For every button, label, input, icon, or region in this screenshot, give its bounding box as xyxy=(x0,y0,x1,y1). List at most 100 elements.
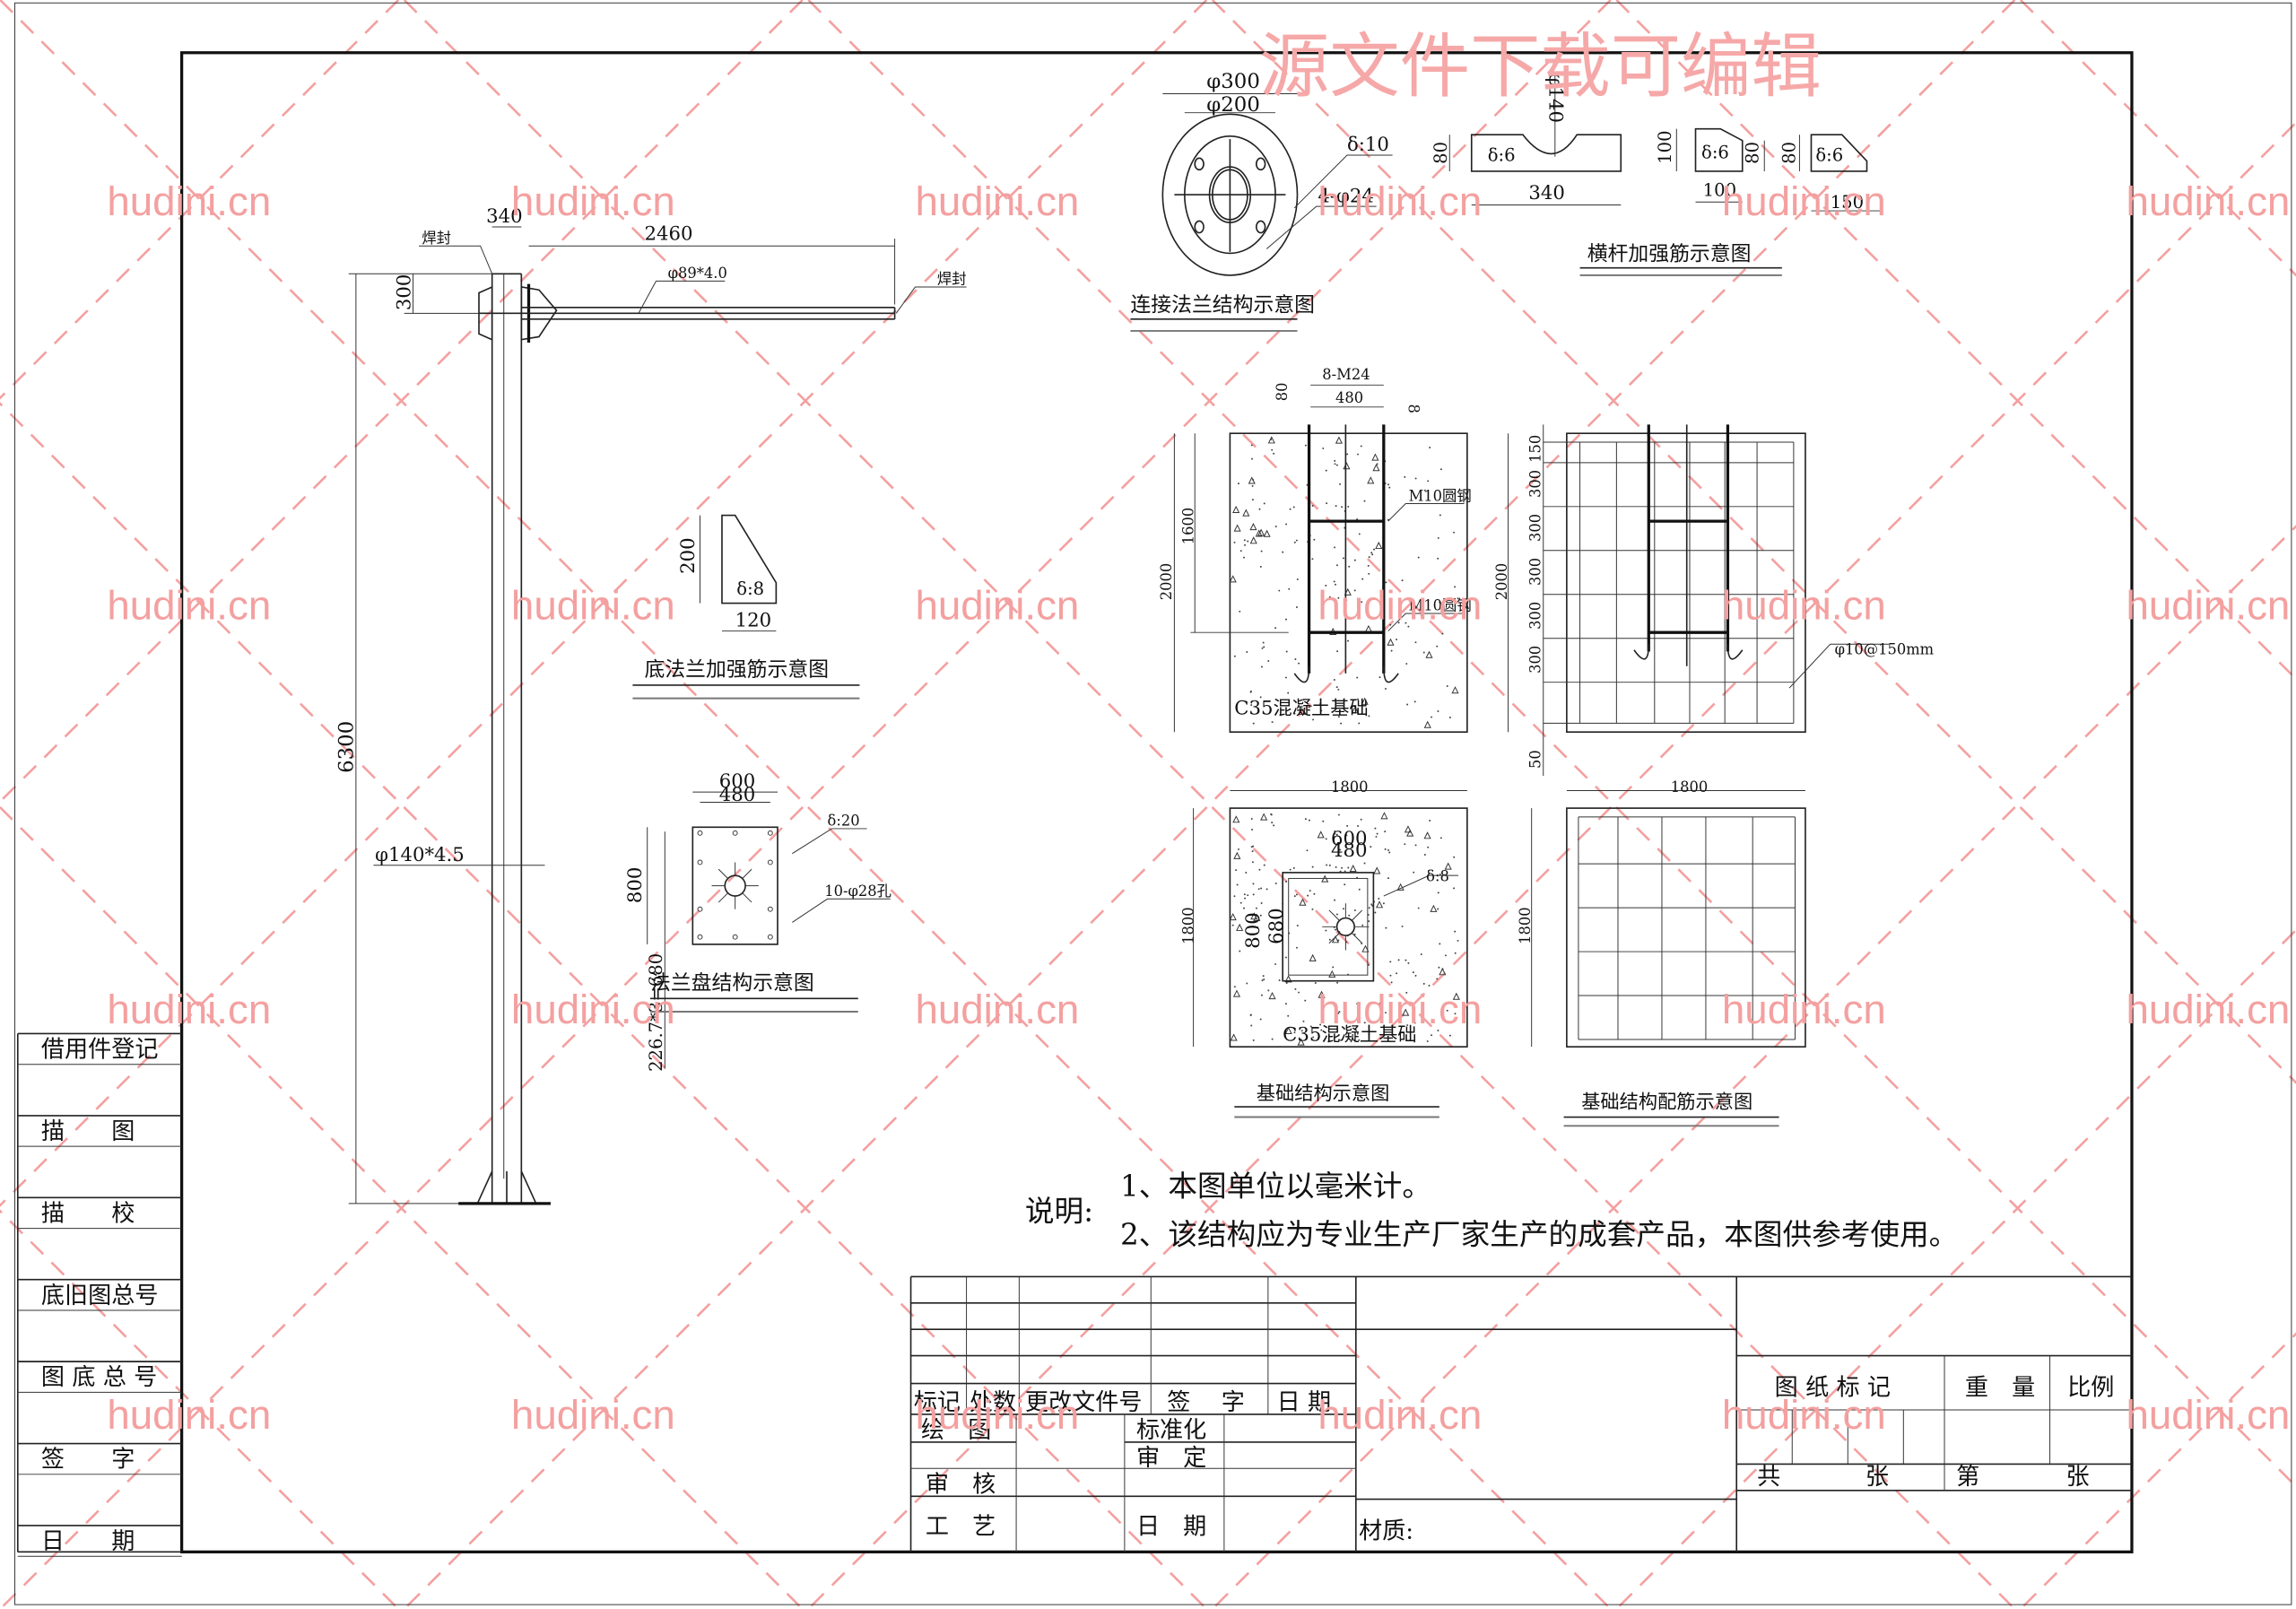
side-label: 日 期 xyxy=(41,1528,135,1555)
aggregate-dot xyxy=(1314,982,1317,985)
aggregate-dot xyxy=(1294,987,1297,990)
aggregate-dot xyxy=(1437,536,1439,539)
watermark-text: hudini.cn xyxy=(1722,583,1886,629)
bolt-hole xyxy=(767,934,773,940)
aggregate-dot xyxy=(1347,639,1350,642)
aggregate-dot xyxy=(1274,627,1277,630)
aggregate-dot xyxy=(1437,710,1439,713)
aggregate-dot xyxy=(1439,514,1441,517)
aggregate-dot xyxy=(1405,663,1408,665)
aggregate-dot xyxy=(1322,820,1325,822)
aggregate-dot xyxy=(1311,865,1314,868)
watermark-text: hudini.cn xyxy=(107,1392,271,1438)
aggregate-mark xyxy=(1297,1038,1305,1046)
aggregate-mark xyxy=(1317,831,1325,839)
aggregate-dot xyxy=(1313,892,1316,895)
aggregate-mark xyxy=(1373,866,1381,874)
aggregate-dot xyxy=(1312,1036,1315,1039)
aggregate-dot xyxy=(1262,975,1265,978)
aggregate-dot xyxy=(1249,691,1252,693)
aggregate-dot xyxy=(1335,464,1338,466)
aggregate-dot xyxy=(1385,687,1387,690)
aggregate-dot xyxy=(1413,700,1416,703)
dim-gusset2-h: 100 xyxy=(1655,130,1675,163)
aggregate-dot xyxy=(1357,453,1360,456)
aggregate-dot xyxy=(1250,444,1253,447)
aggregate-mark xyxy=(1361,697,1369,705)
tb-review: 审 核 xyxy=(926,1471,996,1498)
aggregate-dot xyxy=(1356,518,1359,520)
aggregate-mark xyxy=(1402,1008,1410,1016)
side-label: 借用件登记 xyxy=(41,1037,159,1064)
aggregate-dot xyxy=(1250,846,1253,848)
bolt-hole xyxy=(697,906,703,912)
aggregate-mark xyxy=(1452,992,1460,1000)
aggregate-dot xyxy=(1363,862,1366,865)
dim-gusset3-w: 150 xyxy=(1831,192,1864,213)
aggregate-dot xyxy=(1319,702,1322,705)
aggregate-dot xyxy=(1252,883,1255,885)
aggregate-dot xyxy=(1387,877,1389,880)
foundation-plan: 1800 1800 600 480 800 680 δ:8 C35混凝土基础 基… xyxy=(1180,778,1468,1118)
watermark-stroke xyxy=(1615,928,2296,1609)
aggregate-dot xyxy=(1302,699,1305,701)
dim-plate-h: 800 xyxy=(624,867,647,904)
aggregate-dot xyxy=(1239,901,1242,904)
aggregate-dot xyxy=(1259,696,1262,699)
aggregate-dot xyxy=(1454,1013,1457,1015)
aggregate-mark xyxy=(1268,991,1276,1000)
aggregate-dot xyxy=(1423,489,1426,491)
aggregate-dot xyxy=(1367,963,1370,966)
aggregate-mark xyxy=(1396,883,1405,891)
aggregate-mark xyxy=(1372,464,1380,472)
aggregate-dot xyxy=(1298,662,1300,665)
aggregate-dot xyxy=(1295,539,1298,542)
rib xyxy=(718,892,728,903)
watermark-text: hudini.cn xyxy=(1318,178,1482,224)
aggregate-dot xyxy=(1358,533,1361,535)
aggregate-dot xyxy=(1363,1022,1366,1024)
aggregate-dot xyxy=(1429,447,1431,448)
note-line: 2、该结构应为专业生产厂家生产的成套产品，本图供参考使用。 xyxy=(1120,1218,1958,1252)
dim-depth-2: 2000 xyxy=(1493,563,1510,601)
aggregate-dot xyxy=(1296,924,1299,926)
dim-arm-drop: 300 xyxy=(393,274,415,311)
aggregate-dot xyxy=(1428,984,1431,987)
aggregate-dot xyxy=(1334,899,1336,901)
tb-draw: 绘 图 xyxy=(921,1417,991,1444)
dim-top: 80 xyxy=(1274,383,1291,402)
aggregate-dot xyxy=(1437,908,1439,910)
aggregate-dot xyxy=(1304,818,1307,821)
aggregate-dot xyxy=(1251,499,1254,501)
aggregate-dot xyxy=(1233,895,1236,898)
aggregate-dot xyxy=(1236,883,1239,886)
aggregate-dot xyxy=(1361,601,1363,604)
aggregate-dot xyxy=(1311,558,1314,561)
aggregate-mark xyxy=(1267,436,1275,444)
aggregate-dot xyxy=(1278,934,1281,935)
aggregate-dot xyxy=(1320,1029,1323,1031)
aggregate-dot xyxy=(1307,894,1309,897)
aggregate-dot xyxy=(1358,888,1361,891)
bolt-hole xyxy=(732,830,738,836)
watermark-stroke xyxy=(2019,0,2296,277)
aggregate-dot xyxy=(1347,505,1350,508)
aggregate-mark xyxy=(1343,462,1351,470)
tb-header: 更改文件号 xyxy=(1025,1389,1143,1416)
tb-header: 处数 xyxy=(970,1389,1016,1416)
watermark-text: hudini.cn xyxy=(1318,1392,1482,1438)
aggregate-dot xyxy=(1414,641,1417,644)
tb-material: 材质: xyxy=(1359,1518,1413,1545)
aggregate-dot xyxy=(1309,705,1312,708)
dim-plan-width: 1800 xyxy=(1331,778,1369,796)
aggregate-dot xyxy=(1423,854,1426,857)
dim-pole-height: 6300 xyxy=(335,721,359,773)
aggregate-dot xyxy=(1360,445,1362,448)
aggregate-mark xyxy=(1309,953,1317,961)
watermark-stroke xyxy=(807,120,2296,1609)
aggregate-dot xyxy=(1388,851,1391,854)
aggregate-mark xyxy=(1451,686,1459,694)
aggregate-dot xyxy=(1363,500,1366,502)
aggregate-dot xyxy=(1385,1012,1387,1014)
